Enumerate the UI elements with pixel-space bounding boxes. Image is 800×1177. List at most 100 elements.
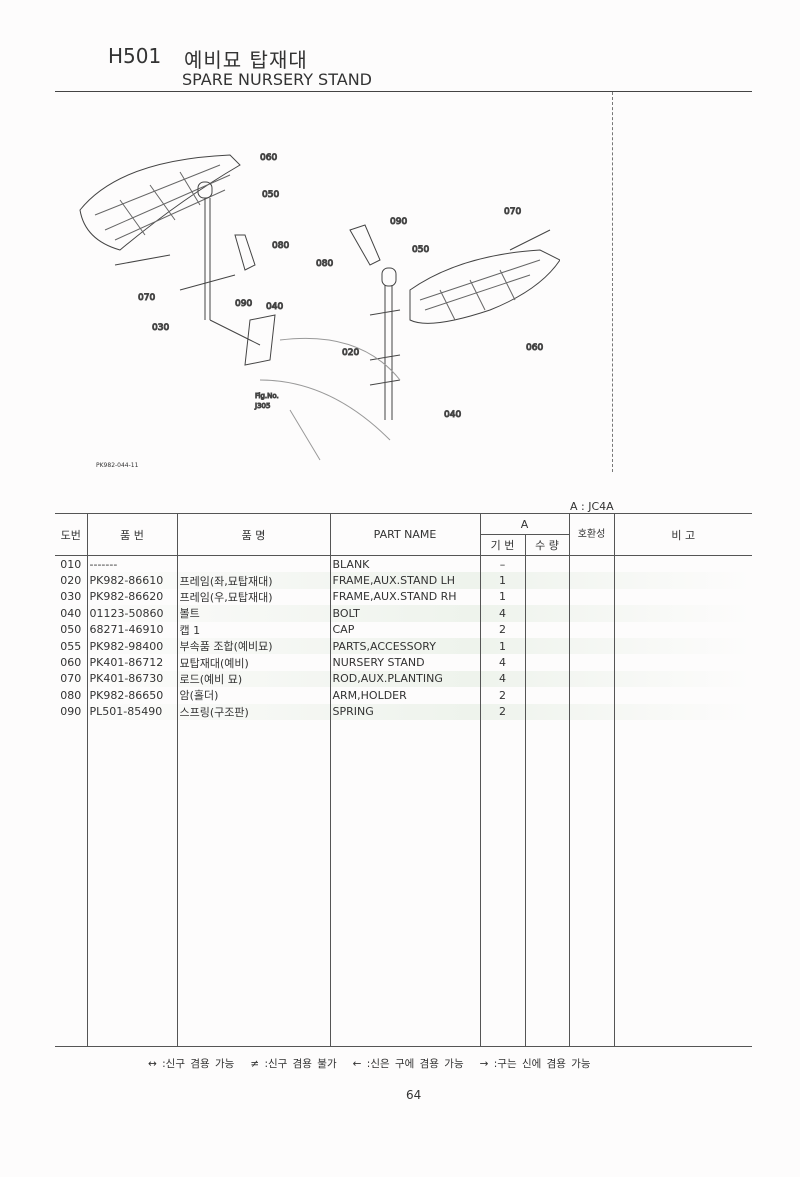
empty-cell bbox=[524, 605, 569, 622]
right-cap-shape bbox=[381, 267, 397, 287]
part-name-cell: BLANK bbox=[329, 555, 480, 573]
fig-ref: J305 bbox=[254, 402, 270, 410]
callout-050b: 050 bbox=[412, 245, 429, 255]
ref-cell: 020 bbox=[60, 574, 82, 588]
header-qty: 수 량 bbox=[524, 534, 569, 556]
model-no-cell: 2 bbox=[479, 621, 525, 638]
callout-090b: 090 bbox=[390, 217, 407, 227]
drawing-id: PK982-044-11 bbox=[96, 462, 139, 469]
part-name-cell: ROD,AUX.PLANTING bbox=[329, 670, 480, 688]
empty-cell bbox=[479, 719, 525, 1047]
ref-cell: 070 bbox=[60, 672, 82, 686]
empty-cell bbox=[524, 654, 569, 671]
section-code: H501 bbox=[108, 44, 162, 68]
header-remarks: 비 고 bbox=[613, 513, 752, 556]
model-no-cell: – bbox=[479, 555, 525, 573]
part-name-cell: PARTS,ACCESSORY bbox=[329, 637, 480, 655]
dashed-divider bbox=[612, 92, 613, 472]
name-ko-cell: 프레임(좌,묘탑재대) bbox=[176, 572, 330, 589]
header-ref: 도번 bbox=[55, 513, 87, 556]
right-arm-shape bbox=[349, 224, 381, 266]
part-no-cell: PK982-98400 bbox=[86, 637, 177, 655]
left-rod-shape bbox=[114, 254, 171, 266]
compat-cell bbox=[568, 572, 614, 589]
part-no-cell: PK401-86712 bbox=[86, 654, 177, 671]
empty-cell bbox=[568, 719, 614, 1047]
ref-cell: 010 bbox=[60, 557, 82, 571]
empty-cell bbox=[524, 621, 569, 638]
model-no-cell: 2 bbox=[479, 687, 525, 704]
part-name-cell: ARM,HOLDER bbox=[329, 687, 480, 704]
header-model-no: 기 번 bbox=[479, 534, 525, 556]
right-tray-shape bbox=[409, 249, 560, 324]
callout-040b: 040 bbox=[444, 410, 461, 420]
compat-cell bbox=[568, 621, 614, 638]
compat-cell bbox=[568, 670, 614, 688]
part-no-cell: PK982-86620 bbox=[86, 588, 177, 606]
remarks-cell bbox=[613, 670, 752, 688]
model-no-cell: 1 bbox=[479, 637, 525, 655]
compat-cell bbox=[568, 637, 614, 655]
part-no-cell: PK982-86610 bbox=[86, 572, 177, 589]
part-no-cell: PK982-86650 bbox=[86, 687, 177, 704]
part-name-cell: CAP bbox=[329, 621, 480, 638]
title-korean: 예비묘 탑재대 bbox=[184, 48, 308, 72]
ref-cell: 030 bbox=[60, 590, 82, 604]
model-no-cell: 4 bbox=[479, 670, 525, 688]
model-no-cell: 1 bbox=[479, 572, 525, 589]
remarks-cell bbox=[613, 555, 752, 573]
model-no-cell: 4 bbox=[479, 654, 525, 671]
part-no-cell: 68271-46910 bbox=[86, 621, 177, 638]
compat-cell bbox=[568, 555, 614, 573]
callout-080b: 080 bbox=[316, 259, 333, 269]
part-no-cell: 01123-50860 bbox=[86, 605, 177, 622]
remarks-cell bbox=[613, 588, 752, 606]
part-name-cell: FRAME,AUX.STAND LH bbox=[329, 572, 480, 589]
callout-070b: 070 bbox=[504, 207, 521, 217]
name-ko-cell bbox=[176, 555, 330, 573]
empty-cell bbox=[86, 719, 177, 1047]
page-number: 64 bbox=[406, 1088, 422, 1102]
name-ko-cell: 암(홀더) bbox=[176, 687, 330, 704]
empty-cell bbox=[176, 719, 330, 1047]
empty-cell bbox=[524, 637, 569, 655]
compatibility-legend: ↔ :신구 겸용 가능 ≠ :신구 겸용 불가 ← :신은 구에 겸용 가능 →… bbox=[148, 1058, 591, 1070]
parts-table: 도번 품 번 품 명 PART NAME A 호환성 비 고 기 번 수 량 0… bbox=[55, 513, 752, 1047]
empty-cell bbox=[524, 670, 569, 688]
remarks-cell bbox=[613, 605, 752, 622]
empty-cell bbox=[524, 588, 569, 606]
remarks-cell bbox=[613, 654, 752, 671]
empty-cell bbox=[613, 719, 752, 1047]
table-row: 010-------BLANK– bbox=[55, 555, 752, 573]
name-ko-cell: 로드(예비 묘) bbox=[176, 670, 330, 688]
ref-cell: 090 bbox=[60, 705, 82, 719]
left-arm-shape bbox=[179, 234, 256, 291]
part-name-cell: BOLT bbox=[329, 605, 480, 622]
part-no-cell: PL501-85490 bbox=[86, 703, 177, 720]
model-no-cell: 2 bbox=[479, 703, 525, 720]
name-ko-cell: 묘탑재대(예비) bbox=[176, 654, 330, 671]
part-no-cell: PK401-86730 bbox=[86, 670, 177, 688]
header-group-a: A bbox=[479, 513, 569, 535]
name-ko-cell: 부속품 조합(예비묘) bbox=[176, 637, 330, 655]
header-part-no: 품 번 bbox=[86, 513, 177, 556]
callout-050: 050 bbox=[262, 190, 279, 200]
name-ko-cell: 스프링(구조판) bbox=[176, 703, 330, 720]
ref-cell: 050 bbox=[60, 623, 82, 637]
name-ko-cell: 캡 1 bbox=[176, 621, 330, 638]
exploded-parts-diagram: 060 050 080 070 090 040 030 090 050 070 … bbox=[79, 153, 560, 461]
empty-cell bbox=[524, 719, 569, 1047]
empty-cell bbox=[55, 720, 87, 1047]
right-frame-shape bbox=[369, 285, 401, 420]
title-english: SPARE NURSERY STAND bbox=[182, 70, 372, 89]
part-name-cell: NURSERY STAND bbox=[329, 654, 480, 671]
name-ko-cell: 프레임(우,묘탑재대) bbox=[176, 588, 330, 606]
ref-cell: 080 bbox=[60, 688, 82, 702]
callout-060b: 060 bbox=[526, 343, 543, 353]
header-part-name: PART NAME bbox=[329, 513, 480, 556]
